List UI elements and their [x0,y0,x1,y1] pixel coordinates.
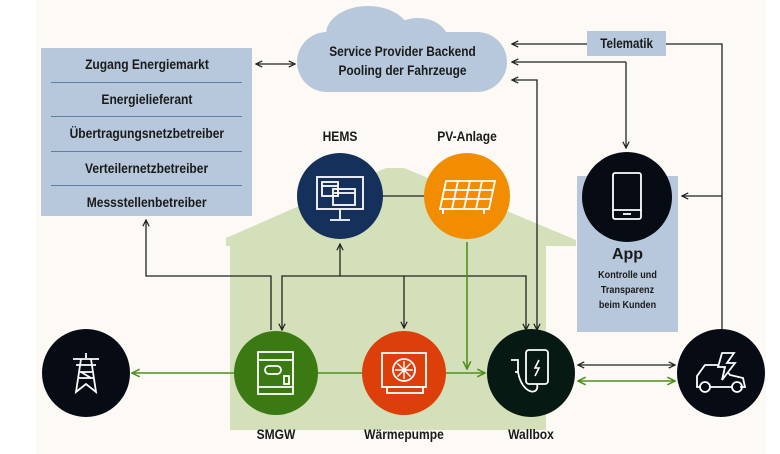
smartphone-icon [612,172,642,220]
label-smgw: SMGW [256,426,296,442]
heat-pump-fan-icon [381,352,427,394]
label-waermepumpe: Wärmepumpe [364,426,444,442]
ev-charger-icon [511,349,549,393]
telematik-box[interactable]: Telematik [587,31,666,56]
label-wallbox: Wallbox [508,426,554,442]
cloud-label: Service Provider Backend Pooling der Fah… [300,42,505,80]
label-hems: HEMS [322,128,358,144]
power-pylon-icon [73,353,99,395]
node-hems[interactable] [297,153,383,239]
stack-item-energielieferant[interactable]: Energielieferant [51,83,242,118]
app-subtitle: Kontrolle und Transparenz beim Kunden [598,269,657,311]
solar-panel-icon [438,180,497,214]
stack-item-messstellenbetreiber[interactable]: Messstellenbetreiber [86,194,207,211]
cloud-shape [297,6,507,92]
monitor-windows-icon [316,176,364,221]
line-smgw-market [146,220,272,330]
smart-meter-gateway-icon [257,351,294,395]
node-grid[interactable] [42,329,130,417]
stack-item-verteilernetzbetreiber[interactable]: Verteilernetzbetreiber [51,152,242,187]
line-cloud-wallbox [512,80,537,330]
line-telematik-car [666,43,722,356]
node-smgw[interactable] [234,331,318,415]
cloud-line-2: Pooling der Fahrzeuge [338,63,467,78]
label-pv: PV-Anlage [437,128,497,144]
market-participants-stack: Zugang Energiemarkt Energielieferant Übe… [41,48,252,216]
stack-item-energiemarkt[interactable]: Zugang Energiemarkt [51,48,242,83]
node-app[interactable] [582,152,672,242]
node-car[interactable] [677,329,765,417]
app-title: App [611,246,644,263]
stack-item-uebertragungsnetzbetreiber[interactable]: Übertragungsnetzbetreiber [51,117,242,152]
electric-car-icon [696,352,747,393]
cloud-line-1: Service Provider Backend [329,44,476,59]
node-wallbox[interactable] [487,329,575,417]
